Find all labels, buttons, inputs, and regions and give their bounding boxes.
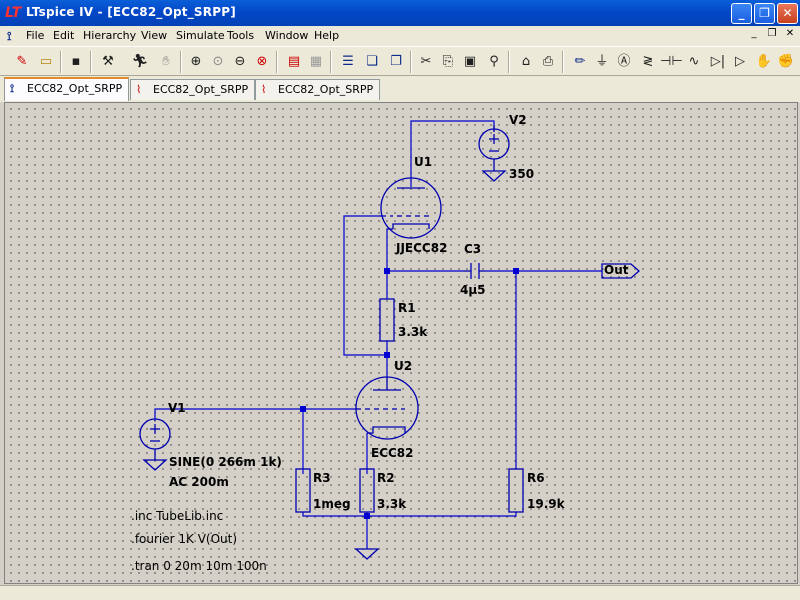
- menu-tools[interactable]: Tools: [227, 29, 255, 42]
- print-icon[interactable]: ⎙: [542, 54, 554, 69]
- maximize-button[interactable]: ❐: [754, 3, 775, 24]
- v2-name: V2: [509, 113, 527, 127]
- out-net-flag: [601, 263, 640, 279]
- u1-value: JJECC82: [396, 241, 448, 255]
- schematic-icon[interactable]: ⟟: [7, 29, 12, 43]
- diode-icon[interactable]: ▷|: [710, 54, 726, 69]
- spice-directive-fourier[interactable]: .fourier 1K V(Out): [131, 532, 238, 546]
- inductor-icon[interactable]: ∿: [688, 54, 700, 69]
- tile-horizontal-icon[interactable]: ☰: [342, 54, 354, 69]
- c3-capacitor: [464, 263, 486, 279]
- junction-dots: [300, 268, 519, 519]
- waveform-icon: ⌇: [261, 83, 267, 96]
- v1-voltage-source: [139, 418, 171, 471]
- capacitor-icon[interactable]: ⊣⊢: [660, 54, 683, 69]
- zoom-in-icon[interactable]: ⊕: [190, 54, 202, 69]
- r1-resistor: [379, 298, 395, 342]
- open-icon[interactable]: ▭: [39, 54, 53, 69]
- minimize-button[interactable]: _: [731, 3, 752, 24]
- cut-icon[interactable]: ✂: [420, 54, 432, 69]
- r3-value: 1meg: [313, 497, 351, 511]
- u1-name: U1: [414, 155, 433, 169]
- menu-simulate[interactable]: Simulate: [176, 29, 225, 42]
- tile-vertical-icon[interactable]: ❐: [390, 54, 402, 69]
- spice-directive-tran[interactable]: .tran 0 20m 10m 100n: [131, 559, 267, 573]
- tab-schematic[interactable]: ⟟ ECC82_Opt_SRPP: [4, 77, 130, 101]
- v2-voltage-source: [478, 125, 510, 182]
- menu-window[interactable]: Window: [265, 29, 309, 42]
- document-tabs: ⟟ ECC82_Opt_SRPP ⌇ ECC82_Opt_SRPP ⌇ ECC8…: [0, 76, 800, 102]
- menu-hierarchy[interactable]: Hierarchy: [83, 29, 137, 42]
- zoom-out-icon[interactable]: ⊖: [234, 54, 246, 69]
- waveform-icon[interactable]: ▦: [309, 54, 323, 69]
- r2-value: 3.3k: [377, 497, 407, 511]
- cascade-icon[interactable]: ❏: [366, 54, 378, 69]
- draw-wire-icon[interactable]: ✏: [574, 54, 586, 69]
- schematic-drawing: [139, 120, 640, 560]
- close-button[interactable]: ✕: [777, 3, 798, 24]
- r1-name: R1: [398, 301, 416, 315]
- u1-triode: [380, 177, 442, 239]
- v1-value: SINE(0 266m 1k): [169, 455, 282, 469]
- new-schematic-icon[interactable]: ✎: [16, 54, 28, 69]
- ltspice-icon: LT: [5, 5, 22, 21]
- waveform-icon: ⌇: [136, 83, 142, 96]
- tab-label: ECC82_Opt_SRPP: [153, 83, 249, 96]
- r3-resistor: [295, 468, 311, 513]
- u2-triode: [355, 376, 419, 440]
- out-label[interactable]: Out: [604, 263, 629, 277]
- find-icon[interactable]: ⚲: [489, 54, 499, 69]
- v1-value2: AC 200m: [169, 475, 229, 489]
- r6-name: R6: [527, 471, 545, 485]
- component-icon[interactable]: ▷: [735, 54, 745, 69]
- v1-name: V1: [168, 401, 186, 415]
- save-icon[interactable]: ▪: [71, 54, 81, 69]
- title-bar: LT LTspice IV - [ECC82_Opt_SRPP] _ ❐ ✕: [0, 0, 800, 26]
- v2-value: 350: [509, 167, 535, 181]
- u2-name: U2: [394, 359, 413, 373]
- c3-name: C3: [464, 242, 482, 256]
- spice-directive-include[interactable]: .inc TubeLib.inc: [131, 509, 224, 523]
- zoom-fit-icon[interactable]: ⊗: [256, 54, 268, 69]
- run-icon[interactable]: 🏃︎: [131, 54, 149, 69]
- mdi-minimize-icon[interactable]: _: [751, 28, 757, 39]
- menu-file[interactable]: File: [26, 29, 45, 42]
- menu-help[interactable]: Help: [314, 29, 340, 42]
- u2-value: ECC82: [371, 446, 414, 460]
- tab-label: ECC82_Opt_SRPP: [27, 82, 123, 95]
- window-title: LTspice IV - [ECC82_Opt_SRPP]: [26, 5, 236, 19]
- c3-value: 4µ5: [460, 283, 486, 297]
- halt-icon[interactable]: ✋︎: [162, 54, 170, 69]
- resistor-icon[interactable]: ≷: [642, 54, 654, 69]
- ground-icon[interactable]: ⏚: [595, 54, 609, 69]
- mdi-close-icon[interactable]: ✕: [785, 28, 795, 39]
- drag-icon[interactable]: ✊: [777, 54, 795, 69]
- mdi-restore-icon[interactable]: ❐: [767, 28, 777, 39]
- ground-symbol: [354, 548, 380, 560]
- autorange-icon[interactable]: ▤: [287, 54, 301, 69]
- menu-view[interactable]: View: [141, 29, 168, 42]
- r1-value: 3.3k: [398, 325, 428, 339]
- move-icon[interactable]: ✋: [755, 54, 773, 69]
- zoom-pan-icon[interactable]: ⊙: [212, 54, 224, 69]
- tab-label: ECC82_Opt_SRPP: [278, 83, 374, 96]
- status-bar: [0, 585, 800, 600]
- label-net-icon[interactable]: Ⓐ: [617, 54, 631, 69]
- r3-name: R3: [313, 471, 331, 485]
- paste-icon[interactable]: ▣: [463, 54, 477, 69]
- toolbar: ✎ ▭ ▪ ⚒ 🏃︎ ✋︎ ⊕ ⊙ ⊖ ⊗ ▤ ▦ ☰ ❏ ❐ ✂ ⎘ ▣ ⚲ …: [0, 46, 800, 76]
- copy-icon[interactable]: ⎘: [442, 54, 454, 69]
- tab-waveform-1[interactable]: ⌇ ECC82_Opt_SRPP: [130, 79, 256, 100]
- r2-name: R2: [377, 471, 395, 485]
- schematic-icon: ⟟: [10, 82, 15, 95]
- menu-edit[interactable]: Edit: [53, 29, 75, 42]
- tab-waveform-2[interactable]: ⌇ ECC82_Opt_SRPP: [255, 79, 381, 100]
- schematic-canvas[interactable]: V2 350 U1 JJECC82 C3 4µ5 Out R1 3.3k U2 …: [4, 102, 798, 584]
- control-panel-icon[interactable]: ⚒: [102, 54, 114, 69]
- menu-bar: ⟟ File Edit Hierarchy View Simulate Tool…: [0, 26, 800, 46]
- r6-value: 19.9k: [527, 497, 565, 511]
- r2-resistor: [359, 468, 375, 513]
- r6-resistor: [508, 468, 524, 513]
- undo-icon[interactable]: ⌂: [521, 54, 531, 69]
